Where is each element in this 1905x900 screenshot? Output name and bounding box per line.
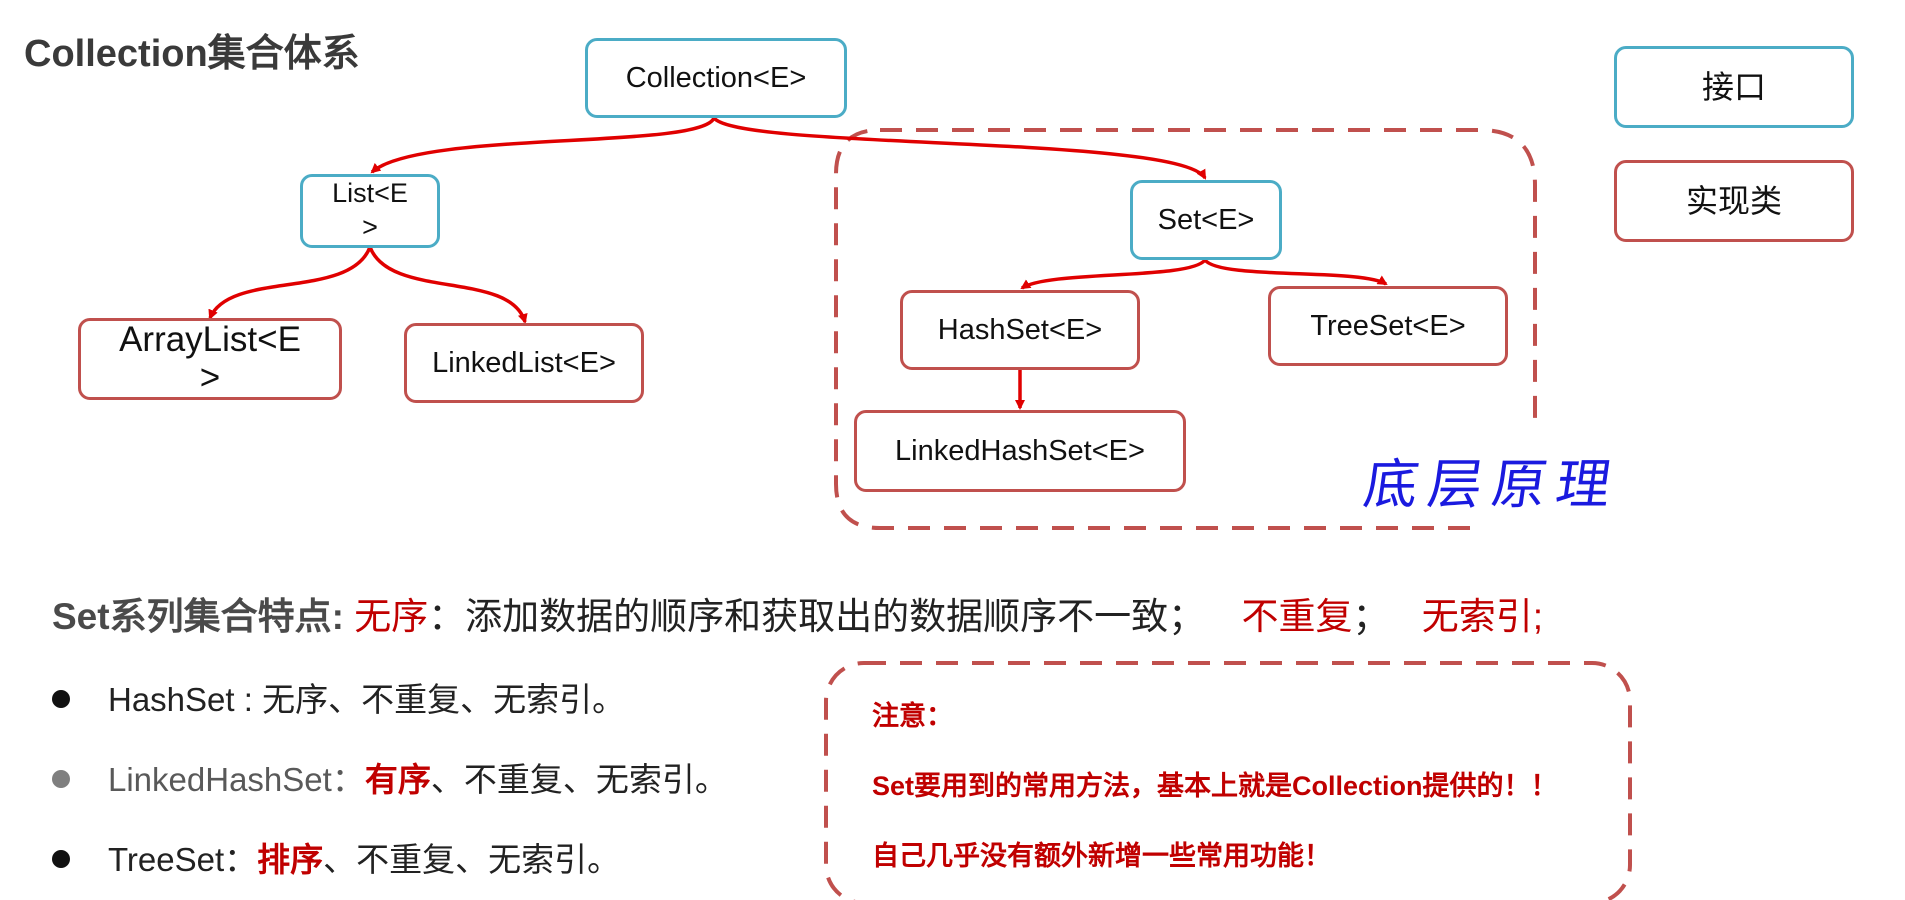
bullet-hashset: HashSet : 无序、不重复、无索引。 [52,673,625,721]
node-collection: Collection<E> [585,38,847,118]
note-box-outline [824,661,1632,900]
bullet-dot [52,850,70,869]
legend-impl: 实现类 [1614,160,1854,242]
edge-collection-set [712,116,1207,180]
node-arraylist: ArrayList<E> [78,318,342,400]
node-set: Set<E> [1130,180,1282,260]
note-heading: 注意： [872,701,953,731]
feature-sep: ； [1352,596,1390,637]
handwritten-annotation: 底层原理 [1359,453,1625,516]
node-hashset: HashSet<E> [900,290,1140,370]
page-title: Collection集合体系 [24,33,360,75]
edge-set-hashset [1020,258,1207,290]
bullet-dot [52,690,70,709]
feature-no-index: 无索引; [1421,596,1544,637]
feature-no-duplicate: 不重复 [1241,596,1353,637]
bullet-linkedhashset: LinkedHashSet：有序、不重复、无索引。 [52,753,728,801]
edge-list-arraylist [208,246,372,320]
set-features-line: Set系列集合特点: 无序：添加数据的顺序和获取出的数据顺序不一致； 不重复； … [52,586,1543,640]
node-treeset: TreeSet<E> [1268,286,1508,366]
node-linkedlist: LinkedList<E> [404,323,644,403]
edge-collection-list [370,116,716,174]
features-lead: Set系列集合特点: [52,596,344,637]
note-line-2: 自己几乎没有额外新增一些常用功能！ [872,841,1331,871]
set-region-outline [834,128,1537,530]
feature-unordered: 无序 [354,596,429,637]
node-list: List<E> [300,174,440,248]
edge-set-treeset [1203,258,1388,286]
edge-list-linkedlist [368,246,528,324]
note-line-1: Set要用到的常用方法，基本上就是Collection提供的！！ [872,771,1558,801]
node-linkedhashset: LinkedHashSet<E> [854,410,1186,492]
bullet-dot [52,770,70,789]
feature-unordered-desc: ：添加数据的顺序和获取出的数据顺序不一致； [428,596,1206,637]
legend-interface: 接口 [1614,46,1854,128]
bullet-treeset: TreeSet：排序、不重复、无索引。 [52,833,620,881]
